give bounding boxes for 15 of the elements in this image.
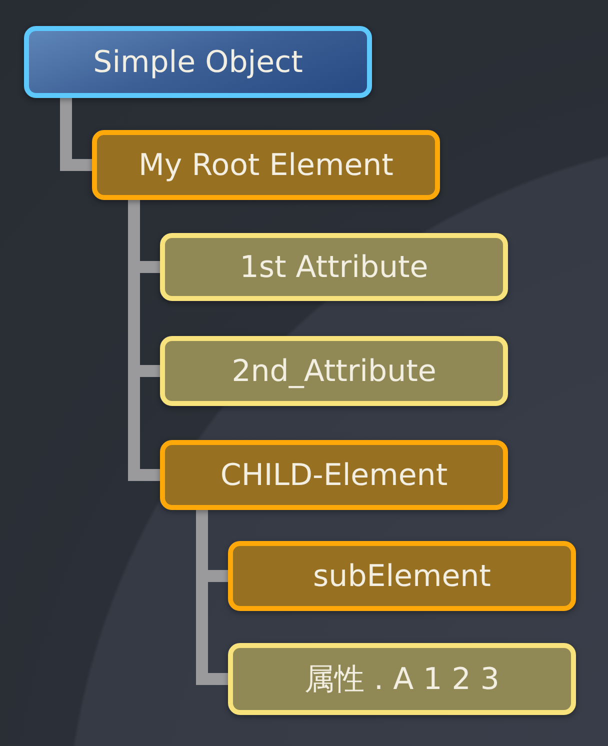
node-label: subElement [313,558,491,594]
node-label: 属性 . A 1 2 3 [304,660,500,698]
tree-node-box [24,26,372,98]
node-label: My Root Element [138,148,394,182]
tree-node-box [160,336,508,406]
tree-node-box [228,643,576,715]
node-label: Simple Object [93,44,303,80]
node-label: 1st Attribute [240,250,428,284]
tree-node-box [92,130,440,200]
connector-line [60,98,92,171]
node-label: 2nd_Attribute [232,354,436,388]
tree-node-box [228,541,576,611]
tree-node-box [160,233,508,301]
node-label: CHILD-Element [220,458,448,492]
tree-node-box [160,440,508,510]
